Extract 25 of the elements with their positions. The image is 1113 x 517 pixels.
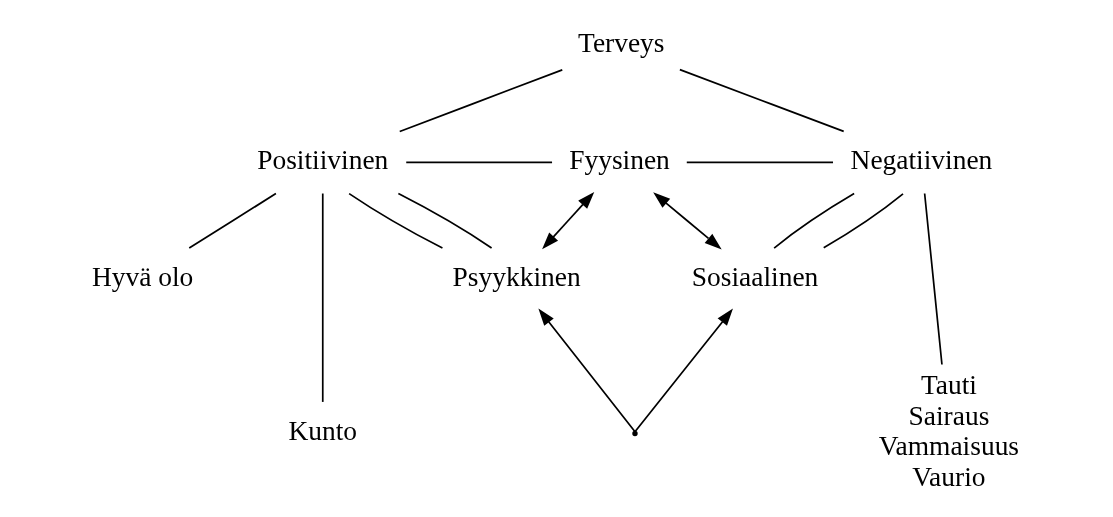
connector (685, 161, 834, 164)
connector (679, 68, 845, 133)
connector (321, 192, 324, 403)
arrow (634, 308, 733, 433)
node-text: Sosiaalinen (691, 261, 819, 292)
node-point (632, 430, 638, 437)
node-text: Psyykkinen (452, 261, 581, 292)
connector (822, 193, 904, 249)
connector (405, 161, 553, 164)
node-text: Kunto (288, 416, 358, 446)
arrow (653, 192, 722, 250)
node-text: Negatiivinen (850, 144, 993, 175)
connector (398, 69, 564, 133)
node-text: Hyvä olo (91, 261, 194, 292)
connector (348, 192, 444, 249)
connector (397, 192, 493, 249)
connector (923, 192, 943, 366)
connector (773, 192, 855, 249)
arrow (542, 191, 595, 250)
node-text: Positiivinen (257, 144, 389, 175)
node-text: Terveys (578, 28, 665, 59)
node-text: Tauti Sairaus Vammaisuus Vaurio (878, 369, 1020, 493)
connector (188, 192, 277, 249)
arrow (538, 308, 636, 433)
node-text: Fyysinen (569, 144, 670, 175)
